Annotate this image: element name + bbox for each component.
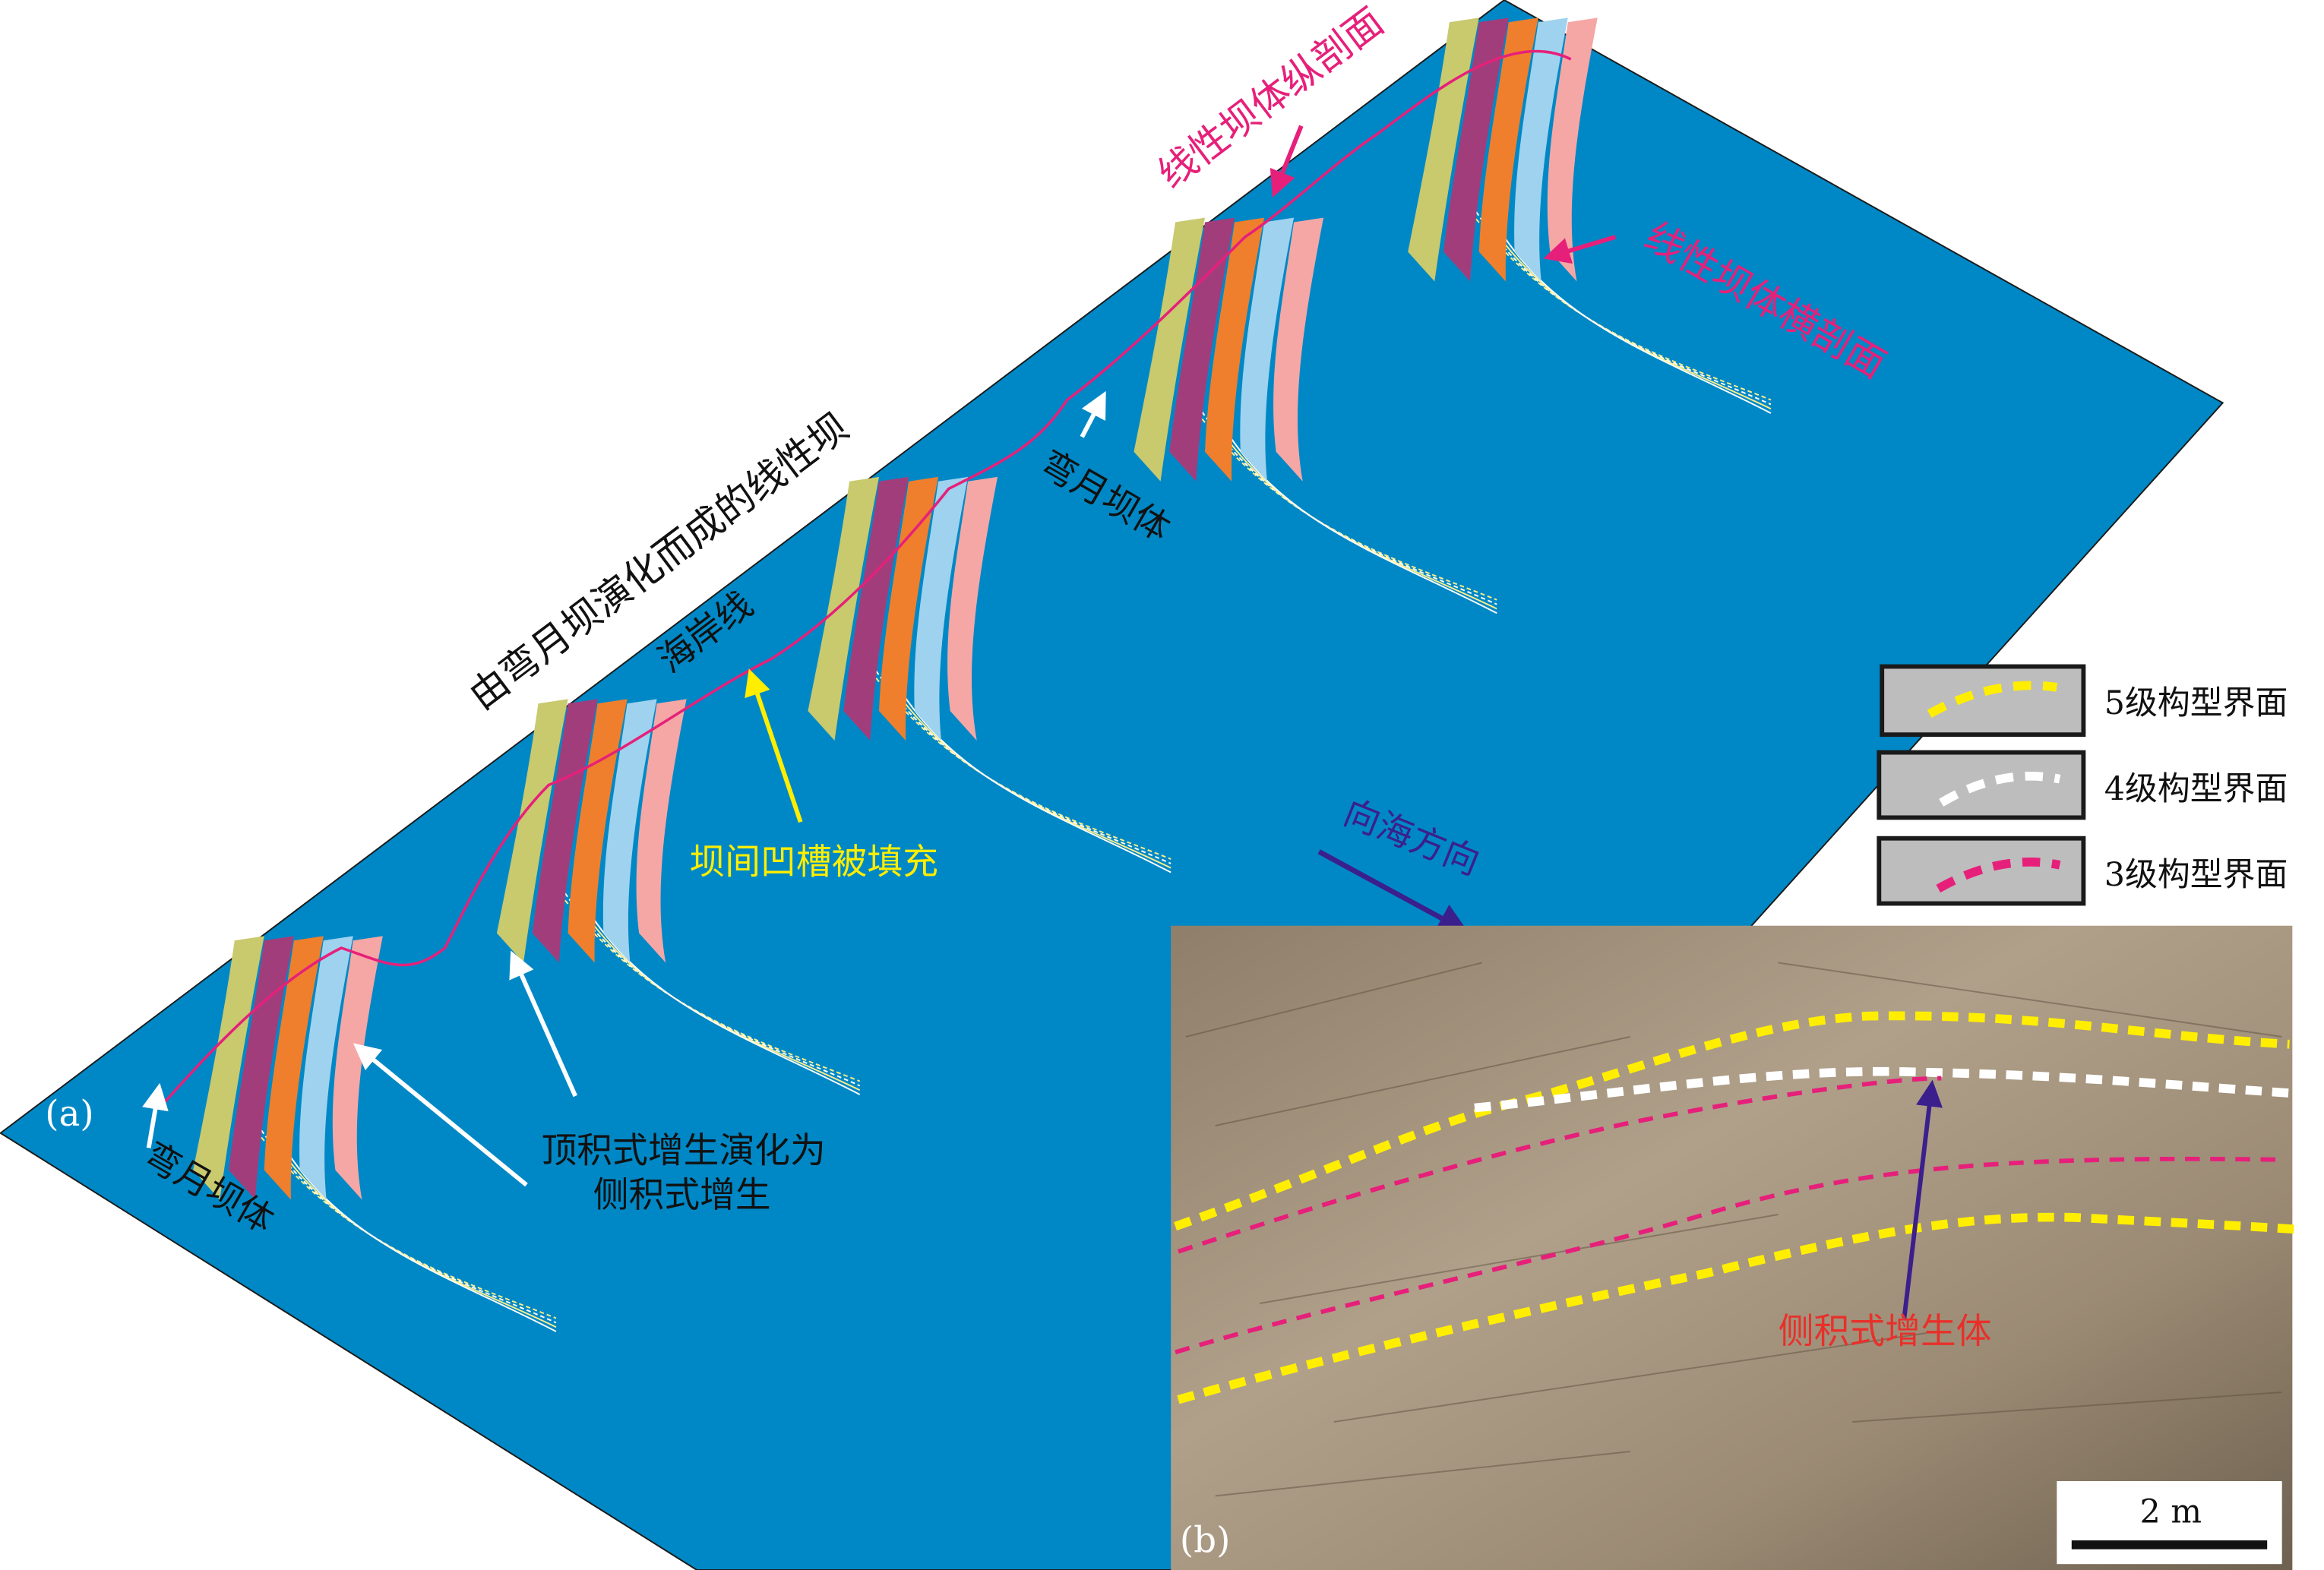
bar-layer (947, 476, 998, 741)
bar-layer (843, 476, 909, 741)
legend-label: 4级构型界面 (2104, 770, 2288, 808)
panel-b-label: (b) (1180, 1521, 1230, 1562)
label-evolution-line1: 顶积式增生演化为 (541, 1131, 825, 1172)
boundary-level4 (1474, 1066, 2290, 1113)
bar-tail-line (278, 1139, 557, 1332)
bar-layer (1240, 217, 1295, 482)
arrow-interbar (745, 668, 803, 823)
legend-item-level5: 5级构型界面 (1880, 664, 2288, 738)
bar-layer (193, 936, 264, 1200)
bar-layer (1443, 17, 1509, 282)
legend-swatch (1936, 858, 2061, 893)
outcrop-photo: 侧积式增生体 (b) 2 m (1171, 925, 2297, 1570)
boundary-level3-upper (1178, 1076, 1942, 1254)
bar-layer (808, 476, 880, 741)
bar-tail-line (1475, 211, 1772, 406)
bar-layer (496, 699, 568, 963)
bar-tail-line (261, 1129, 557, 1324)
label-lateral-accretion-body: 侧积式增生体 (1779, 1312, 1992, 1353)
bar-layer (1169, 217, 1235, 482)
bar-bodies (193, 17, 1772, 1332)
arrow-evolution-1 (353, 1043, 528, 1187)
legend-label: 5级构型界面 (2104, 684, 2288, 722)
bar-layer (1478, 17, 1538, 282)
scale-bar-label: 2 m (2140, 1493, 2202, 1531)
label-interbar-fill: 坝间凹槽被填充 (689, 842, 938, 883)
bar-tail-line (582, 902, 861, 1095)
bar-layer (1273, 217, 1324, 482)
legend-swatch (1927, 681, 2058, 719)
bar-layer (914, 476, 969, 741)
legend-label: 3级构型界面 (2104, 856, 2288, 894)
bar-layer (532, 699, 598, 963)
legend-item-level3: 3级构型界面 (1877, 836, 2288, 906)
bar-tail-line (1219, 420, 1497, 614)
label-evolution-line2: 侧积式增生 (593, 1175, 771, 1216)
bar-body-fan (496, 699, 861, 1095)
bar-tail-line (1493, 220, 1772, 414)
arrow-crescent-2 (1080, 390, 1106, 438)
boundary-level5-lower (1177, 1212, 2297, 1404)
arrow-transverse (1543, 235, 1617, 264)
bar-tail-line (1201, 411, 1497, 605)
scale-bar: 2 m (2057, 1481, 2282, 1565)
bar-tail-line (564, 892, 861, 1087)
bar-layer (568, 699, 628, 963)
bar-body-fan (1408, 17, 1772, 414)
arrow-longitudinal (1270, 125, 1304, 198)
bar-layer (602, 699, 657, 963)
bar-tail-line (893, 679, 1171, 873)
bar-body-fan (808, 476, 1171, 873)
bar-layer (264, 936, 324, 1200)
bar-body-fan (1134, 217, 1497, 614)
arrow-crescent-1 (142, 1082, 169, 1148)
bar-layer (299, 936, 353, 1200)
arrow-lateral-accretion (1902, 1079, 1943, 1319)
bar-layer (1408, 17, 1479, 282)
bar-layer (1134, 217, 1206, 482)
bar-layer (1514, 17, 1568, 282)
bar-layer (636, 699, 687, 963)
boundary-level5-upper (1174, 1011, 2290, 1231)
bar-layer (879, 476, 939, 741)
bar-layer (229, 936, 294, 1200)
panel-a-label: (a) (45, 1094, 93, 1135)
coastline-line (162, 49, 1572, 1104)
arrow-evolution-2 (509, 950, 577, 1098)
seaward-arrow (1317, 849, 1469, 933)
boundary-level3-lower (1175, 1156, 2282, 1355)
legend: 5级构型界面 4级构型界面 3级构型界面 (1877, 664, 2288, 906)
bar-tail-line (875, 670, 1171, 864)
legend-swatch (1939, 771, 2061, 807)
legend-item-level4: 4级构型界面 (1877, 750, 2288, 820)
bar-layer (1205, 217, 1265, 482)
bar-layer (1547, 17, 1598, 282)
